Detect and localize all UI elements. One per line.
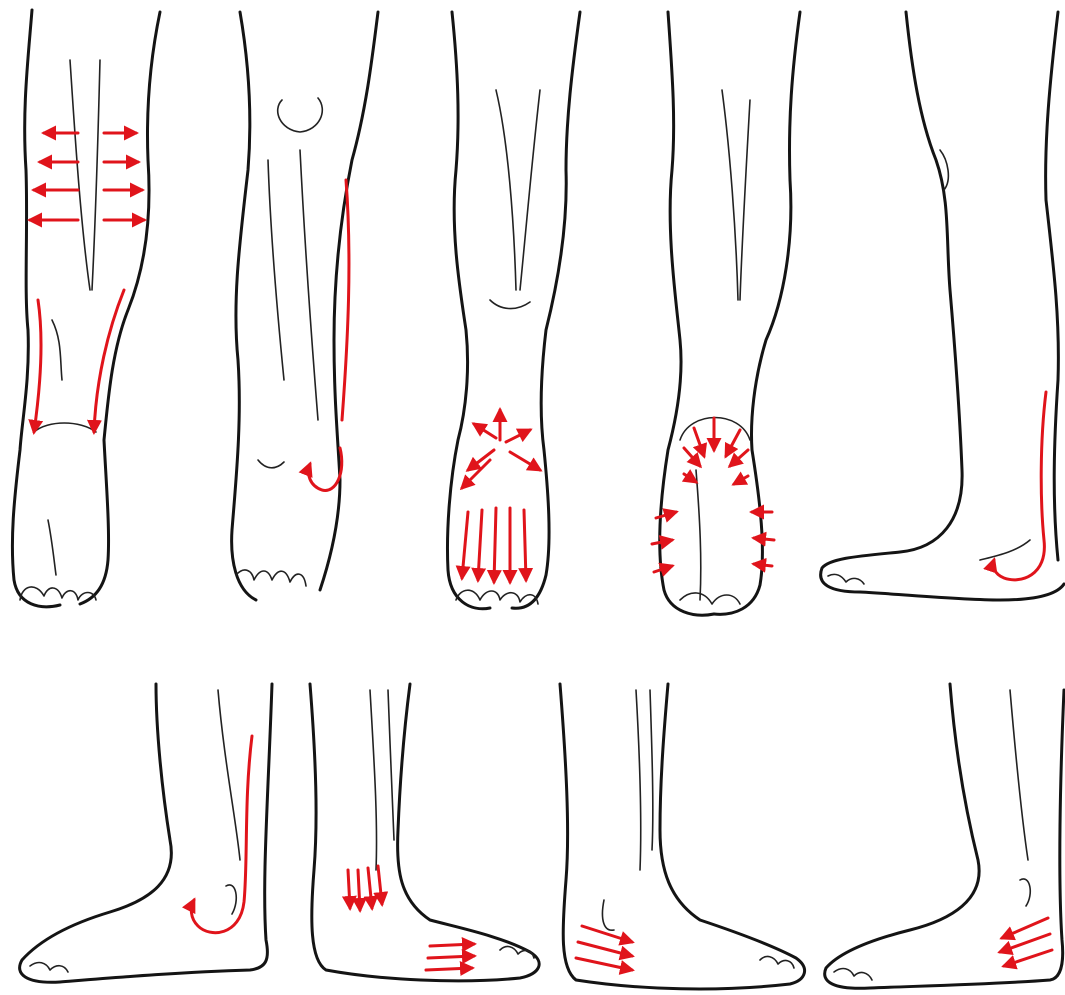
arrows-side-heel-backward	[1000, 918, 1052, 966]
arrows-dorsum-radial	[462, 410, 540, 488]
panel-side-leg-achilles	[821, 12, 1064, 600]
panel-back-heel	[652, 12, 800, 615]
panel-front-knee-shin-foot	[12, 10, 160, 607]
arrows-side-dorsum-down	[348, 866, 382, 910]
panel-side-ankle-heel	[825, 684, 1064, 988]
panel-side-ankle-malleolus	[560, 684, 805, 989]
arrows-dorsum-longitudinal	[462, 508, 526, 582]
arrows-side-malleolus-forward	[576, 926, 632, 970]
panel-front-shin-ankle-loop	[232, 12, 378, 600]
panel-side-ankle-achilles	[20, 684, 272, 982]
arrow-side-ankle-achilles	[191, 736, 252, 933]
arrows-shin-longitudinal	[34, 290, 124, 432]
arrows-side-dorsum-forward	[426, 944, 474, 970]
panel-side-ankle-dorsum	[310, 684, 539, 981]
panel-front-foot-dorsum	[447, 12, 580, 609]
arrows-shin-ankle-curve	[309, 180, 349, 490]
arrow-side-achilles	[993, 392, 1046, 580]
arrows-knee-lateral	[30, 133, 144, 220]
